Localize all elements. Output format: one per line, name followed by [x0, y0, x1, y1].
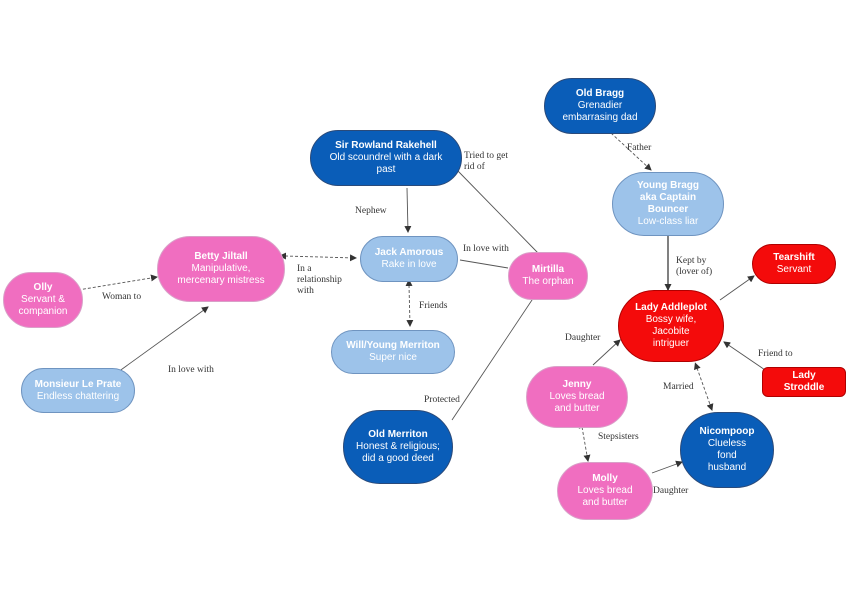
edge-betty-jack [279, 252, 357, 262]
node-monsieur[interactable]: Monsieur Le Prate Endless chattering [21, 368, 135, 413]
edge-jack-will [405, 279, 414, 327]
edge-label-tried: Tried to get rid of [464, 151, 508, 172]
node-stroddle-name: Lady Stroddle [783, 370, 825, 393]
node-betty-desc: Manipulative, mercenary mistress [177, 263, 265, 286]
node-olly-desc: Servant & companion [18, 294, 68, 317]
edge-label-friend-to: Friend to [758, 349, 793, 359]
node-oldbragg-name: Old Bragg [575, 88, 625, 99]
node-monsieur-desc: Endless chattering [36, 390, 120, 402]
node-jenny-desc: Loves bread and butter [549, 391, 605, 414]
node-tearshift[interactable]: Tearshift Servant [752, 244, 836, 284]
node-jenny[interactable]: Jenny Loves bread and butter [526, 366, 628, 428]
edge-olly-betty [77, 274, 158, 291]
edge-label-daughter-molly: Daughter [653, 486, 689, 496]
node-nicompoop[interactable]: Nicompoop Clueless fond husband [680, 412, 774, 488]
node-molly[interactable]: Molly Loves bread and butter [557, 462, 653, 520]
edge-label-woman-to: Woman to [102, 292, 142, 302]
edge-label-stepsisters: Stepsisters [598, 432, 639, 442]
edge-molly-nicompoop [651, 460, 683, 474]
node-molly-name: Molly [592, 473, 618, 484]
node-youngbragg[interactable]: Young Bragg aka Captain Bouncer Low-clas… [612, 172, 724, 236]
node-jack-desc: Rake in love [381, 259, 437, 270]
node-molly-desc: Loves bread and butter [577, 485, 633, 508]
node-youngbragg-desc: Low-class liar [637, 216, 699, 227]
edge-label-friends: Friends [419, 301, 448, 311]
node-addleplot-desc: Bossy wife, Jacobite intriguer [645, 314, 697, 349]
node-oldbragg[interactable]: Old Bragg Grenadier embarrasing dad [544, 78, 656, 134]
edge-jenny-addleplot [592, 339, 621, 366]
node-rowland-name: Sir Rowland Rakehell [335, 140, 437, 151]
edge-jenny-molly [578, 421, 591, 462]
edge-monsieur-betty [117, 306, 209, 373]
node-tearshift-desc: Servant [776, 264, 812, 275]
node-mirtilla-desc: The orphan [522, 276, 574, 287]
node-jenny-name: Jenny [562, 379, 592, 390]
node-addleplot-name: Lady Addleplot [635, 302, 707, 313]
node-oldbragg-desc: Grenadier embarrasing dad [562, 100, 638, 123]
edge-addleplot-nicompoop [694, 362, 714, 411]
node-will-desc: Super nice [369, 352, 417, 363]
node-jack-name: Jack Amorous [374, 247, 444, 258]
edge-label-daughter-jenny: Daughter [565, 333, 601, 343]
node-olly-name: Olly [33, 282, 53, 293]
node-mirtilla[interactable]: Mirtilla The orphan [508, 252, 588, 300]
edge-label-married: Married [663, 382, 694, 392]
edge-jack-mirtilla [459, 259, 509, 269]
edge-label-relationship: In a relationship with [297, 264, 342, 296]
node-oldmerriton-desc: Honest & religious; did a good deed [356, 441, 440, 464]
node-rowland[interactable]: Sir Rowland Rakehell Old scoundrel with … [310, 130, 462, 186]
edge-addleplot-tearshift [719, 275, 755, 301]
node-youngbragg-name: Young Bragg aka Captain Bouncer [636, 180, 700, 215]
node-addleplot[interactable]: Lady Addleplot Bossy wife, Jacobite intr… [618, 290, 724, 362]
node-oldmerriton-name: Old Merriton [368, 429, 428, 440]
edge-label-protected: Protected [424, 395, 460, 405]
edge-label-kept-by: Kept by (lover of) [676, 256, 713, 277]
node-nicompoop-name: Nicompoop [699, 426, 755, 437]
node-betty-name: Betty Jiltall [194, 251, 248, 262]
edge-rowland-mirtilla [456, 169, 539, 254]
edge-oldbragg-youngbragg [610, 132, 652, 171]
edge-label-father: Father [627, 143, 652, 153]
node-mirtilla-name: Mirtilla [531, 264, 565, 275]
node-olly[interactable]: Olly Servant & companion [3, 272, 83, 328]
node-jack[interactable]: Jack Amorous Rake in love [360, 236, 458, 282]
edge-oldmerriton-mirtilla [451, 287, 541, 421]
node-monsieur-name: Monsieur Le Prate [34, 378, 122, 390]
node-rowland-desc: Old scoundrel with a dark past [329, 152, 443, 175]
node-betty[interactable]: Betty Jiltall Manipulative, mercenary mi… [157, 236, 285, 302]
edge-label-in-love-with-monsieur: In love with [168, 365, 214, 375]
node-will[interactable]: Will/Young Merriton Super nice [331, 330, 455, 374]
edge-label-in-love-with-jack: In love with [463, 244, 509, 254]
node-stroddle[interactable]: Lady Stroddle [762, 367, 846, 397]
node-will-name: Will/Young Merriton [346, 340, 440, 351]
edge-rowland-jack [404, 187, 412, 233]
edge-stroddle-addleplot [723, 341, 769, 373]
node-tearshift-name: Tearshift [773, 252, 815, 263]
node-nicompoop-desc: Clueless fond husband [707, 438, 747, 473]
edge-label-nephew: Nephew [355, 206, 387, 216]
node-oldmerriton[interactable]: Old Merriton Honest & religious; did a g… [343, 410, 453, 484]
